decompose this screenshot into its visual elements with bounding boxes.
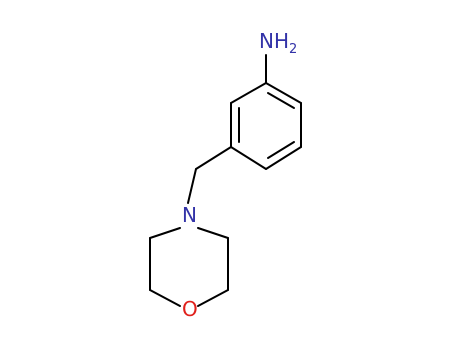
bond-n-left [149, 227, 181, 239]
ring-nitrogen-label: N [182, 203, 197, 227]
bond-ring-c1-c2 [265, 82, 302, 104]
bond-ring-c3-c4 [265, 146, 302, 170]
bond-o-right [197, 289, 229, 307]
bond-right-n [197, 227, 229, 239]
bond-ch2-n [187, 168, 197, 204]
ring-oxygen-label: O [182, 297, 198, 321]
double-bond-c3-c4 [267, 141, 295, 159]
double-bond-c1-c2 [267, 92, 295, 109]
bond-ring-ch2 [195, 146, 232, 170]
bond-left-o [149, 289, 181, 307]
benzene-ring [230, 82, 302, 170]
morpholine-ring [149, 227, 229, 307]
bond-ring-c6-c1 [230, 82, 267, 104]
amine-label-text: NH [259, 29, 289, 53]
amine-subscript: 2 [289, 42, 297, 57]
amine-label: NH2 [259, 29, 297, 57]
bond-ring-c4-c5 [230, 146, 267, 170]
